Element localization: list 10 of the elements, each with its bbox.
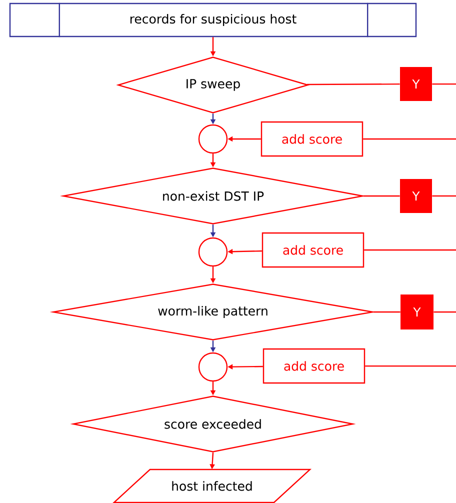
junction-circle	[198, 352, 228, 382]
yes-box: Y	[400, 67, 432, 101]
process-box: add score	[262, 348, 366, 384]
yes-box: Y	[400, 294, 434, 330]
yes-box: Y	[400, 179, 432, 213]
junction-circle	[198, 124, 228, 154]
process-box: records for suspicious host	[9, 2, 417, 38]
junction-circle	[198, 237, 228, 267]
process-box: add score	[262, 232, 364, 268]
process-box: add score	[260, 121, 364, 157]
